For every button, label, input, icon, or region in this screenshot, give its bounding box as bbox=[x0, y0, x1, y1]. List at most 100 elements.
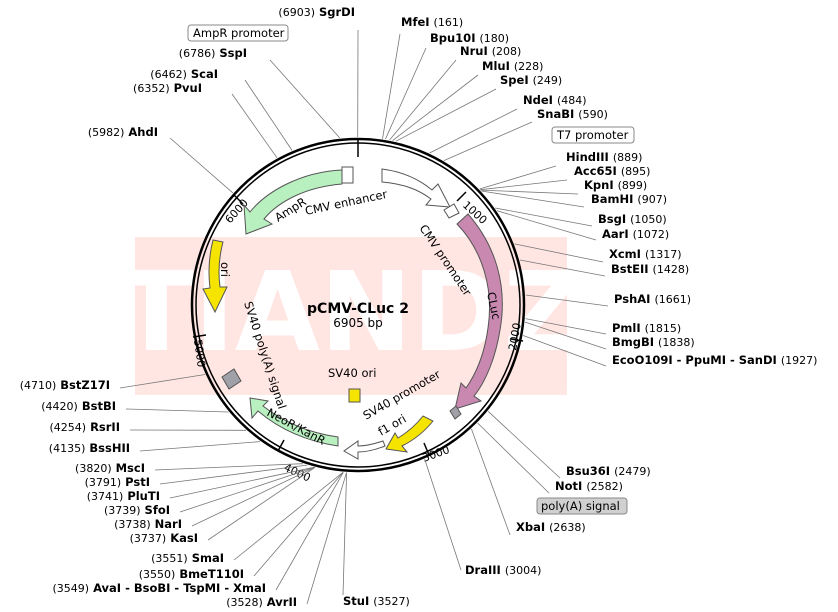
nrui-site-position: (208) bbox=[492, 45, 522, 58]
xcmi-site-label[interactable]: XcmI (1317) bbox=[609, 245, 682, 262]
xcmi-site-position: (1317) bbox=[645, 248, 682, 261]
nari-site-label[interactable]: (3738) NarI bbox=[114, 515, 182, 532]
smai-site-label[interactable]: (3551) SmaI bbox=[151, 549, 224, 566]
noti-site-label[interactable]: NotI (2582) bbox=[555, 477, 623, 494]
acc65i-site-name: Acc65I bbox=[574, 164, 617, 178]
bsshii-site-label[interactable]: (4135) BssHII bbox=[49, 439, 130, 456]
nrui-site-label[interactable]: NruI (208) bbox=[460, 42, 521, 59]
pmli-site-name: PmlI bbox=[612, 321, 641, 335]
bsu36i-leader bbox=[487, 411, 561, 479]
avrii-site-label[interactable]: (3528) AvrII bbox=[226, 593, 297, 610]
nrui-leader bbox=[389, 59, 457, 141]
pmli-site-position: (1815) bbox=[645, 322, 682, 335]
aari-site-name: AarI bbox=[602, 227, 629, 241]
kpni-site-label[interactable]: KpnI (899) bbox=[584, 176, 647, 193]
scai-site-label[interactable]: (6462) ScaI bbox=[150, 65, 218, 82]
ahdi-site-label[interactable]: (5982) AhdI bbox=[88, 123, 158, 140]
tick-5000 bbox=[192, 334, 207, 338]
acc65i-site-label[interactable]: Acc65I (895) bbox=[574, 162, 650, 179]
eco0109i-site-label[interactable]: EcoO109I - PpuMI - SanDI (1927) bbox=[612, 351, 817, 368]
avai-site-label[interactable]: (3549) AvaI - BsoBI - TspMI - XmaI bbox=[52, 579, 266, 596]
hindiii-site-position: (889) bbox=[613, 151, 643, 164]
boxed-labels: AmpR promoter T7 promoter poly(A) signal bbox=[187, 24, 635, 515]
eco0109i-site-name: EcoO109I - PpuMI - SanDI bbox=[612, 353, 777, 367]
pvui-leader bbox=[231, 93, 278, 159]
mfei-site-label[interactable]: MfeI (161) bbox=[401, 13, 463, 30]
snabi-site-label[interactable]: SnaBI (590) bbox=[537, 105, 608, 122]
sv40-ori-feature[interactable] bbox=[348, 388, 361, 403]
ndei-site-label[interactable]: NdeI (484) bbox=[523, 91, 587, 108]
t7-promoter-box[interactable]: T7 promoter bbox=[551, 126, 635, 144]
t7-promoter-text: T7 promoter bbox=[556, 128, 629, 142]
pshai-site-position: (1661) bbox=[654, 293, 691, 306]
msci-site-label[interactable]: (3820) MscI bbox=[75, 459, 145, 476]
f1-ori-feature[interactable] bbox=[385, 415, 434, 453]
hindiii-leader bbox=[479, 165, 557, 190]
sfoi-site-label[interactable]: (3739) SfoI bbox=[104, 501, 170, 518]
ampr-feature[interactable] bbox=[243, 169, 343, 235]
psti-leader bbox=[159, 464, 308, 485]
pmli-site-label[interactable]: PmlI (1815) bbox=[612, 319, 681, 336]
kasi-site-label[interactable]: (3737) KasI bbox=[130, 529, 198, 546]
ndei-leader bbox=[429, 108, 518, 154]
polya-small-feature[interactable] bbox=[449, 405, 462, 420]
pvui-site-name: PvuI bbox=[174, 81, 202, 95]
rsrii-site-label[interactable]: (4254) RsrII bbox=[49, 418, 120, 435]
ori-feature[interactable] bbox=[202, 239, 228, 314]
ampr-promoter-feature[interactable] bbox=[341, 166, 354, 184]
pluti-site-label[interactable]: (3741) PluTI bbox=[87, 487, 160, 504]
bsgi-site-name: BsgI bbox=[598, 212, 626, 226]
pvui-site-position: (6352) bbox=[133, 82, 170, 95]
snabi-site-position: (590) bbox=[578, 108, 608, 121]
ampr-promoter-text: AmpR promoter bbox=[193, 26, 285, 40]
stui-site-position: (3527) bbox=[373, 595, 410, 608]
bsgi-site-label[interactable]: BsgI (1050) bbox=[598, 210, 667, 227]
sfoi-site-position: (3739) bbox=[104, 504, 141, 517]
ampr-promoter-box[interactable]: AmpR promoter bbox=[187, 24, 289, 42]
bstbi-site-label[interactable]: (4420) BstBI bbox=[41, 397, 116, 414]
hindiii-site-label[interactable]: HindIII (889) bbox=[566, 148, 642, 165]
snabi-site-name: SnaBI bbox=[537, 107, 574, 121]
bsteii-site-label[interactable]: BstEII (1428) bbox=[611, 260, 689, 277]
bamhi-site-label[interactable]: BamHI (907) bbox=[591, 190, 667, 207]
draiii-leader bbox=[424, 459, 462, 571]
bmgbi-leader bbox=[524, 321, 607, 350]
sv40-promoter-feature[interactable] bbox=[343, 440, 386, 460]
aari-site-label[interactable]: AarI (1072) bbox=[602, 225, 669, 242]
draiii-site-label[interactable]: DraIII (3004) bbox=[465, 561, 541, 578]
nari-leader bbox=[191, 467, 315, 527]
cmv-promoter-feature[interactable] bbox=[443, 203, 460, 219]
scai-site-position: (6462) bbox=[150, 68, 187, 81]
sfoi-leader bbox=[179, 466, 315, 513]
acc65i-leader bbox=[480, 179, 568, 191]
kasi-site-name: KasI bbox=[170, 531, 198, 545]
bmgbi-site-label[interactable]: BmgBI (1838) bbox=[612, 333, 695, 350]
bamhi-leader bbox=[481, 190, 585, 208]
bstz17i-site-label[interactable]: (4710) BstZ17I bbox=[20, 376, 110, 393]
pvui-site-label[interactable]: (6352) PvuI bbox=[133, 79, 202, 96]
pshai-site-label[interactable]: PshAI (1661) bbox=[614, 290, 691, 307]
sv40-polya-feature[interactable] bbox=[221, 368, 242, 390]
mlui-site-label[interactable]: MluI (228) bbox=[482, 57, 543, 74]
stui-leader bbox=[342, 472, 347, 596]
xbai-site-label[interactable]: XbaI (2638) bbox=[516, 518, 586, 535]
mfei-site-position: (161) bbox=[434, 16, 464, 29]
stui-site-label[interactable]: StuI (3527) bbox=[343, 592, 410, 609]
tick-4000 bbox=[277, 439, 285, 452]
sgrdi-site-label[interactable]: (6903) SgrDI bbox=[278, 3, 355, 20]
hindiii-site-name: HindIII bbox=[566, 150, 609, 164]
bpu10i-site-label[interactable]: Bpu10I (180) bbox=[430, 29, 509, 46]
kasi-site-position: (3737) bbox=[130, 532, 167, 545]
psti-site-label[interactable]: (3791) PstI bbox=[85, 473, 150, 490]
neor-feature[interactable] bbox=[249, 397, 339, 447]
polya-signal-box[interactable]: poly(A) signal bbox=[536, 497, 628, 515]
spei-site-label[interactable]: SpeI (249) bbox=[500, 71, 562, 88]
cmv-enhancer-feature[interactable] bbox=[381, 168, 451, 208]
bmet110i-site-label[interactable]: (3550) BmeT110I bbox=[139, 565, 244, 582]
bsu36i-site-label[interactable]: Bsu36I (2479) bbox=[566, 462, 651, 479]
sfoi-site-name: SfoI bbox=[145, 503, 170, 517]
mlui-site-name: MluI bbox=[482, 59, 510, 73]
sspi-site-label[interactable]: (6786) SspI bbox=[179, 44, 247, 61]
rsrii-site-name: RsrII bbox=[90, 420, 120, 434]
smai-leader bbox=[233, 471, 344, 561]
